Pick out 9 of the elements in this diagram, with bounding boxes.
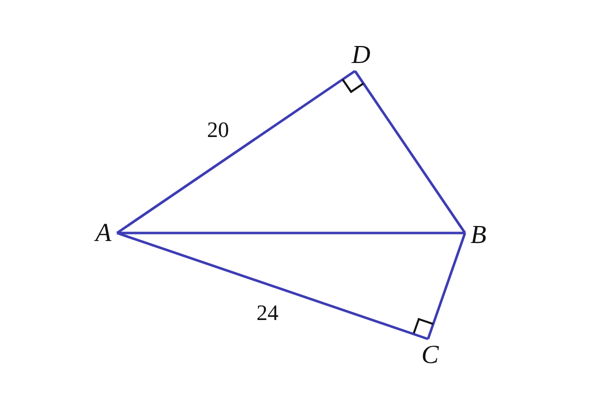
vertex-label: A (90, 218, 117, 248)
line-segment (354, 70, 466, 234)
line-segment (117, 232, 465, 234)
line-segment (116, 70, 356, 234)
vertex-label: D (346, 40, 376, 70)
line-segment (426, 232, 466, 340)
vertex-label: B (465, 220, 492, 250)
vertex-label: C (416, 340, 444, 370)
line-segment (116, 232, 428, 340)
